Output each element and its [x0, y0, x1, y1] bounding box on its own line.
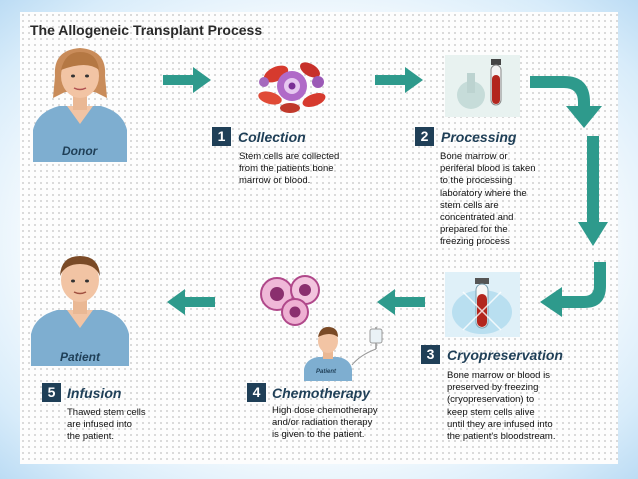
- cells-icon: [260, 275, 320, 326]
- step-3-badge: 3: [421, 345, 440, 364]
- step-1-title: Collection: [238, 129, 306, 145]
- desc-line: until they are infused into: [447, 418, 553, 430]
- step-2-description: Bone marrow or periferal blood is taken …: [440, 151, 536, 249]
- desc-line: keep stem cells alive: [447, 406, 535, 418]
- patient-small-label: Patient: [316, 369, 337, 375]
- arrow-right-icon: [163, 67, 211, 93]
- iv-patient-icon: [304, 327, 383, 381]
- curved-arrow-left-icon: [540, 262, 606, 317]
- frozen-vial-icon: [445, 272, 520, 337]
- step-4-badge: 4: [247, 383, 266, 402]
- desc-line: from the patients bone: [239, 163, 334, 175]
- arrow-down-icon: [578, 136, 608, 246]
- curved-arrow-down-icon: [530, 76, 602, 128]
- arrow-right-icon: [375, 67, 423, 93]
- blood-cells-icon: [258, 62, 326, 113]
- step-5-badge: 5: [42, 383, 61, 402]
- step-1-badge: 1: [212, 127, 231, 146]
- step-4-description: High dose chemotherapy and/or radiation …: [272, 405, 378, 442]
- arrow-left-icon: [377, 289, 425, 315]
- desc-line: freezing process: [440, 236, 510, 248]
- arrow-left-icon: [167, 289, 215, 315]
- desc-line: High dose chemotherapy: [272, 405, 378, 416]
- desc-line: the patient's bloodstream.: [447, 431, 556, 443]
- desc-line: and/or radiation therapy: [272, 417, 373, 429]
- desc-line: is given to the patient.: [272, 429, 365, 441]
- desc-line: periferal blood is taken: [440, 163, 536, 175]
- desc-line: marrow or blood.: [239, 175, 311, 187]
- desc-line: prepared for the: [440, 224, 508, 236]
- desc-line: Stem cells are collected: [239, 151, 340, 162]
- donor-figure-icon: [33, 48, 127, 162]
- step-4-title: Chemotherapy: [272, 385, 371, 401]
- patient-label: Patient: [60, 350, 101, 364]
- desc-line: Bone marrow or: [440, 151, 508, 162]
- patient-figure-icon: [31, 256, 129, 366]
- step-2-badge: 2: [415, 127, 434, 146]
- desc-line: stem cells are: [440, 199, 499, 211]
- donor-label: Donor: [62, 144, 98, 158]
- desc-line: are infused into: [67, 419, 132, 431]
- desc-line: concentrated and: [440, 212, 514, 224]
- step-5-description: Thawed stem cells are infused into the p…: [67, 407, 146, 444]
- desc-line: the patient.: [67, 431, 115, 443]
- desc-line: laboratory where the: [440, 187, 527, 199]
- diagram-title: The Allogeneic Transplant Process: [30, 22, 263, 38]
- step-2-title: Processing: [441, 129, 517, 145]
- step-3-description: Bone marrow or blood is preserved by fre…: [447, 370, 556, 443]
- step-3-title: Cryopreservation: [447, 347, 563, 363]
- desc-line: to the processing: [440, 175, 513, 187]
- desc-line: preserved by freezing: [447, 382, 539, 394]
- desc-line: (cryopreservation) to: [447, 394, 535, 406]
- desc-line: Bone marrow or blood is: [447, 370, 550, 381]
- step-1-description: Stem cells are collected from the patien…: [239, 151, 339, 188]
- desc-line: Thawed stem cells: [67, 407, 146, 418]
- test-tube-icon: [445, 55, 520, 117]
- step-5-title: Infusion: [67, 385, 122, 401]
